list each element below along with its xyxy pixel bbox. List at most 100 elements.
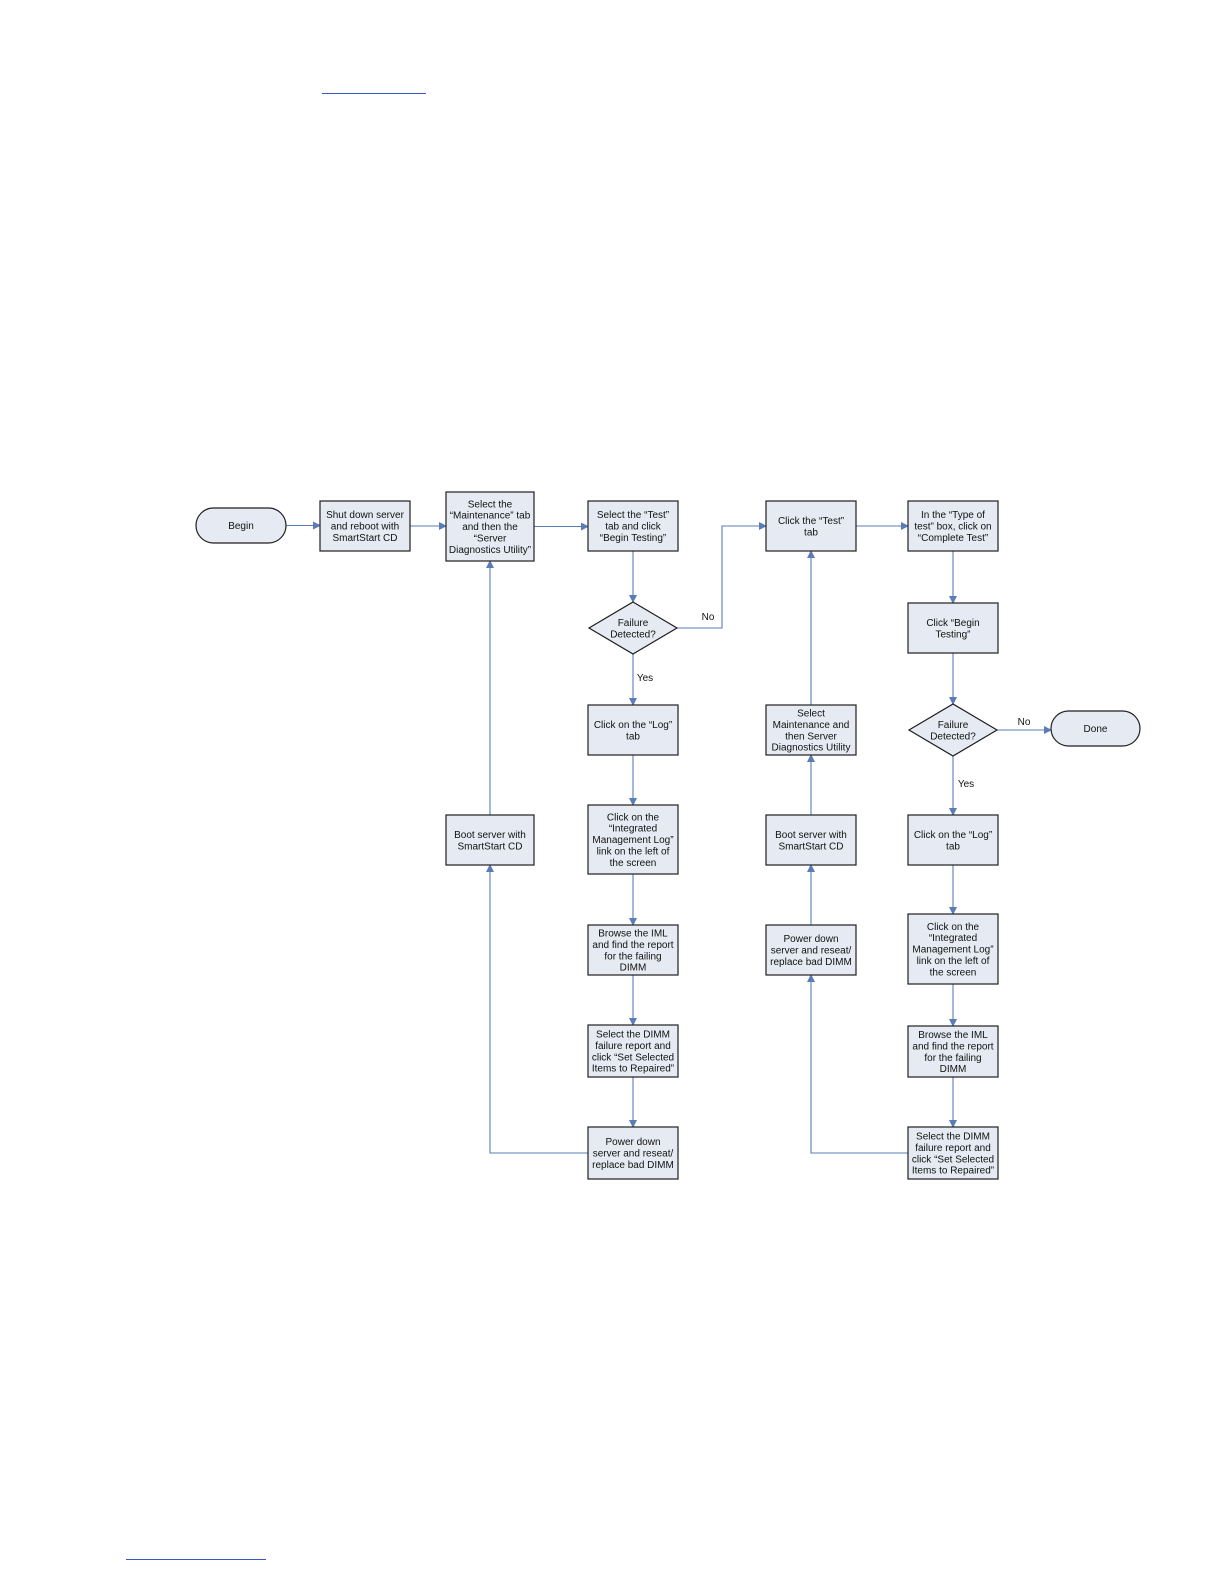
edge-failure-1-to-click-test-tab [677,522,767,629]
node-label-line: “Maintenance” tab [450,511,531,522]
node-label-line: Management Log” [912,945,993,956]
node-label-line: tab [626,731,640,742]
node-label-line: Failure [938,720,969,731]
process-shape [907,602,999,654]
node-label-line: tab and click [605,522,662,533]
node-label-line: Click on the [607,812,660,823]
node-click-test-tab: Click the “Test”tab [765,500,857,552]
node-label-line: link on the left of [917,956,990,967]
edge-label-no-failure-2: No [1018,717,1031,728]
edge-label-yes-failure-2: Yes [958,779,974,790]
node-label-line: Select the DIMM [916,1132,990,1143]
node-label-line: for the failing [924,1053,981,1064]
node-label-line: link on the left of [597,847,670,858]
node-label-line: Boot server with [775,830,847,841]
node-test-tab: Select the “Test”tab and click“Begin Tes… [587,500,679,552]
node-label-line: Items to Repaired” [912,1166,994,1177]
edge-label-no-failure-1: No [702,612,715,623]
process-shape [907,913,999,985]
node-label-line: Detected? [610,629,656,640]
node-label-line: replace bad DIMM [770,957,852,968]
decision-shape [907,703,999,757]
node-label-line: SmartStart CD [778,841,843,852]
terminal-shape [1050,710,1141,747]
process-shape [587,1126,679,1180]
node-label-line: Browse the IML [918,1030,988,1041]
node-done: Done [1050,710,1141,747]
process-shape [445,491,535,562]
edge-label-yes-failure-1: Yes [637,673,653,684]
node-label-line: Select the “Test” [597,510,669,521]
node-label-line: “Integrated [929,933,977,944]
node-label-line: Diagnostics Utility [772,743,851,754]
node-label: Done [1084,724,1108,735]
node-label-line: Boot server with [454,830,526,841]
node-label-line: Click on the “Log” [594,720,672,731]
process-shape [587,500,679,552]
node-label-line: failure report and [915,1143,991,1154]
node-label-line: Shut down server [326,510,404,521]
node-label-line: click “Set Selected [592,1052,674,1063]
node-label-line: Diagnostics Utility” [449,545,531,556]
node-label-line: Select the DIMM [596,1030,670,1041]
node-label-line: then Server [785,731,837,742]
node-label-line: Click on the [927,922,980,933]
node-label-line: Click “Begin [926,618,979,629]
node-label-line: Maintenance and [773,720,850,731]
node-label-line: Management Log” [592,835,673,846]
node-label-line: server and reseat/ [593,1149,674,1160]
node-label-line: Detected? [930,731,976,742]
process-shape [587,804,679,875]
edge-select-repair-2-to-power-down-2 [807,974,908,1154]
node-label-line: “Complete Test” [918,533,988,544]
process-shape [765,500,857,552]
node-label-line: the screen [930,967,977,978]
node-label-line: Begin [228,521,254,532]
process-shape [765,814,857,866]
node-label-line: Select the [468,499,513,510]
node-label-line: Browse the IML [598,929,668,940]
process-shape [587,924,679,976]
node-label-line: SmartStart CD [457,841,522,852]
node-log-tab-2: Click on the “Log”tab [907,814,999,866]
node-label-line: Power down [783,934,838,945]
node-label-line: and find the report [912,1041,993,1052]
process-shape [907,1126,999,1180]
process-shape [765,924,857,976]
node-label-line: and find the report [592,940,673,951]
node-label: Click on the “Log”tab [594,720,672,742]
node-label-line: and then the [462,522,518,533]
process-shape [907,1025,999,1078]
node-label: Begin [228,521,254,532]
node-label-line: Select [797,709,825,720]
node-label-line: “Integrated [609,824,657,835]
decision-shape [587,601,679,655]
node-label-line: Power down [605,1137,660,1148]
edge-power-down-1-to-boot-1 [486,864,588,1154]
node-label-line: Click on the “Log” [914,830,992,841]
footer-link-underline [126,1559,266,1560]
